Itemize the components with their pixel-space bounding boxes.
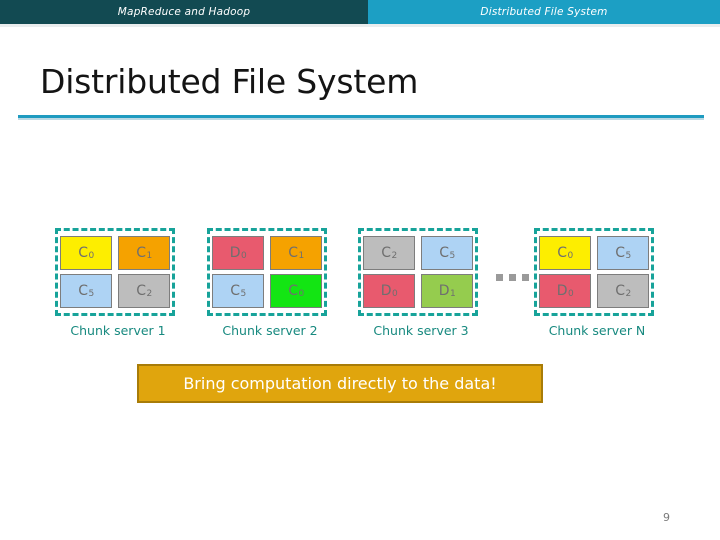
chunk-subscript: 5 <box>88 289 95 299</box>
ellipsis-dot <box>496 274 503 281</box>
tab-distributed-file-system[interactable]: Distributed File System <box>368 0 720 24</box>
chunk-name: C <box>136 245 147 261</box>
chunk-name: C <box>78 283 89 299</box>
page-title: Distributed File System <box>40 62 419 101</box>
chunk-name: C <box>136 283 147 299</box>
title-divider <box>18 115 704 118</box>
chunk-name: C <box>288 245 299 261</box>
chunk-subscript: 2 <box>146 289 153 299</box>
chunk-subscript: 0 <box>567 251 574 261</box>
chunk-subscript: 0 <box>241 251 247 261</box>
tab-label: MapReduce and Hadoop <box>117 6 251 18</box>
chunk-server-label: Chunk server 3 <box>373 323 469 338</box>
chunk-server-label: Chunk server 2 <box>222 323 318 338</box>
chunk-subscript: 0 <box>568 289 574 299</box>
ellipsis-dot <box>522 274 529 281</box>
chunk-server-label: Chunk server 1 <box>70 323 166 338</box>
chunk-name: C <box>230 283 241 299</box>
chunk-name: C <box>288 283 299 299</box>
ellipsis-dot <box>509 274 516 281</box>
callout-text: Bring computation directly to the data! <box>183 374 497 393</box>
chunk-subscript: 0 <box>298 289 305 299</box>
header-tab-bar: MapReduce and Hadoop Distributed File Sy… <box>0 0 720 24</box>
chunk-subscript: 5 <box>240 289 247 299</box>
header-underline <box>0 24 720 27</box>
chunk-subscript: 1 <box>450 289 456 299</box>
chunk-name: C <box>381 245 392 261</box>
chunk-subscript: 5 <box>625 251 632 261</box>
callout-banner: Bring computation directly to the data! <box>137 364 543 403</box>
chunk-subscript: 0 <box>392 289 398 299</box>
tab-mapreduce-and-hadoop[interactable]: MapReduce and Hadoop <box>0 0 368 24</box>
page-number: 9 <box>663 511 670 524</box>
chunk-subscript: 0 <box>88 251 95 261</box>
chunk-name: C <box>439 245 450 261</box>
chunk-subscript: 2 <box>625 289 632 299</box>
title-divider-shadow <box>18 118 704 120</box>
chunk-name: C <box>615 245 626 261</box>
chunk-name: C <box>615 283 626 299</box>
chunk-server-label: Chunk server N <box>548 323 646 338</box>
chunk-subscript: 1 <box>298 251 305 261</box>
ellipsis-indicator <box>496 274 529 281</box>
chunk-name: C <box>78 245 89 261</box>
chunk-subscript: 1 <box>146 251 153 261</box>
chunk-name: D <box>229 245 241 261</box>
tab-label: Distributed File System <box>480 6 608 18</box>
chunk-subscript: 5 <box>449 251 456 261</box>
chunk-name: D <box>438 283 450 299</box>
chunk-subscript: 2 <box>391 251 398 261</box>
chunk-name: D <box>380 283 392 299</box>
chunk-name: C <box>557 245 568 261</box>
chunk-name: D <box>556 283 568 299</box>
